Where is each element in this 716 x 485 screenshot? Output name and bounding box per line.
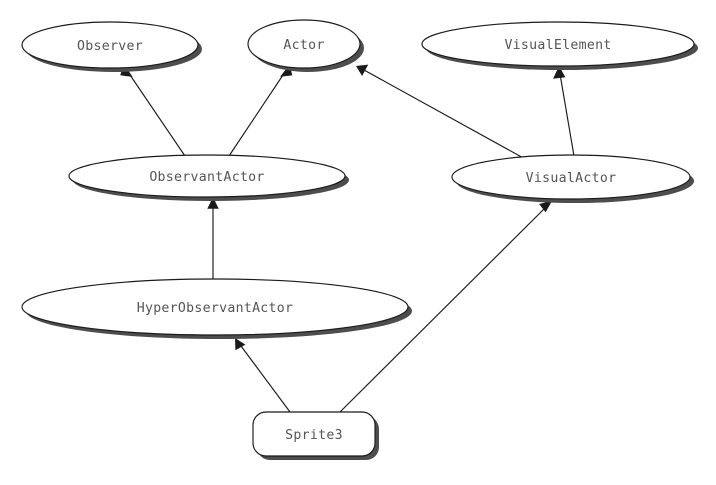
edge-line — [363, 69, 528, 161]
node-label: VisualElement — [504, 38, 611, 53]
node-ellipse — [247, 19, 361, 69]
node-observer[interactable]: Observer — [21, 21, 202, 72]
node-ellipse — [21, 278, 409, 336]
edge-line — [127, 71, 186, 157]
arrowhead-icon — [356, 64, 369, 76]
node-actor[interactable]: Actor — [247, 19, 364, 72]
edge-sprite3-to-hyperobservantactor — [235, 338, 291, 413]
edge-layer — [120, 64, 575, 413]
node-ellipse — [68, 154, 346, 198]
node-visualelement[interactable]: VisualElement — [421, 21, 698, 70]
edge-hyperobservantactor-to-observantactor — [207, 197, 219, 280]
node-ellipse — [451, 154, 691, 200]
node-rect — [252, 411, 376, 457]
edge-line — [240, 345, 291, 413]
edge-sprite3-to-visualactor — [339, 201, 552, 413]
arrowhead-icon — [539, 201, 552, 213]
edge-line — [559, 73, 575, 157]
node-sprite3[interactable]: Sprite3 — [252, 411, 379, 460]
arrowhead-icon — [207, 197, 219, 209]
node-label: Observer — [77, 39, 143, 54]
edge-line — [339, 207, 546, 413]
edge-line — [228, 71, 286, 157]
node-ellipse — [21, 21, 199, 69]
node-label: VisualActor — [526, 171, 617, 186]
arrowhead-icon — [553, 66, 566, 79]
node-label: HyperObservantActor — [137, 301, 294, 316]
node-label: Sprite3 — [285, 428, 343, 443]
edge-visualactor-to-actor — [356, 64, 528, 161]
edge-observantactor-to-observer — [120, 64, 186, 157]
node-label: ObservantActor — [149, 170, 264, 185]
edge-observantactor-to-actor — [228, 64, 293, 157]
arrowhead-icon — [235, 338, 246, 351]
node-hyperobservantactor[interactable]: HyperObservantActor — [21, 278, 412, 339]
node-observantactor[interactable]: ObservantActor — [68, 154, 349, 201]
node-ellipse — [421, 21, 695, 67]
edge-visualactor-to-visualelement — [553, 66, 575, 157]
node-visualactor[interactable]: VisualActor — [451, 154, 694, 203]
node-label: Actor — [283, 38, 324, 53]
